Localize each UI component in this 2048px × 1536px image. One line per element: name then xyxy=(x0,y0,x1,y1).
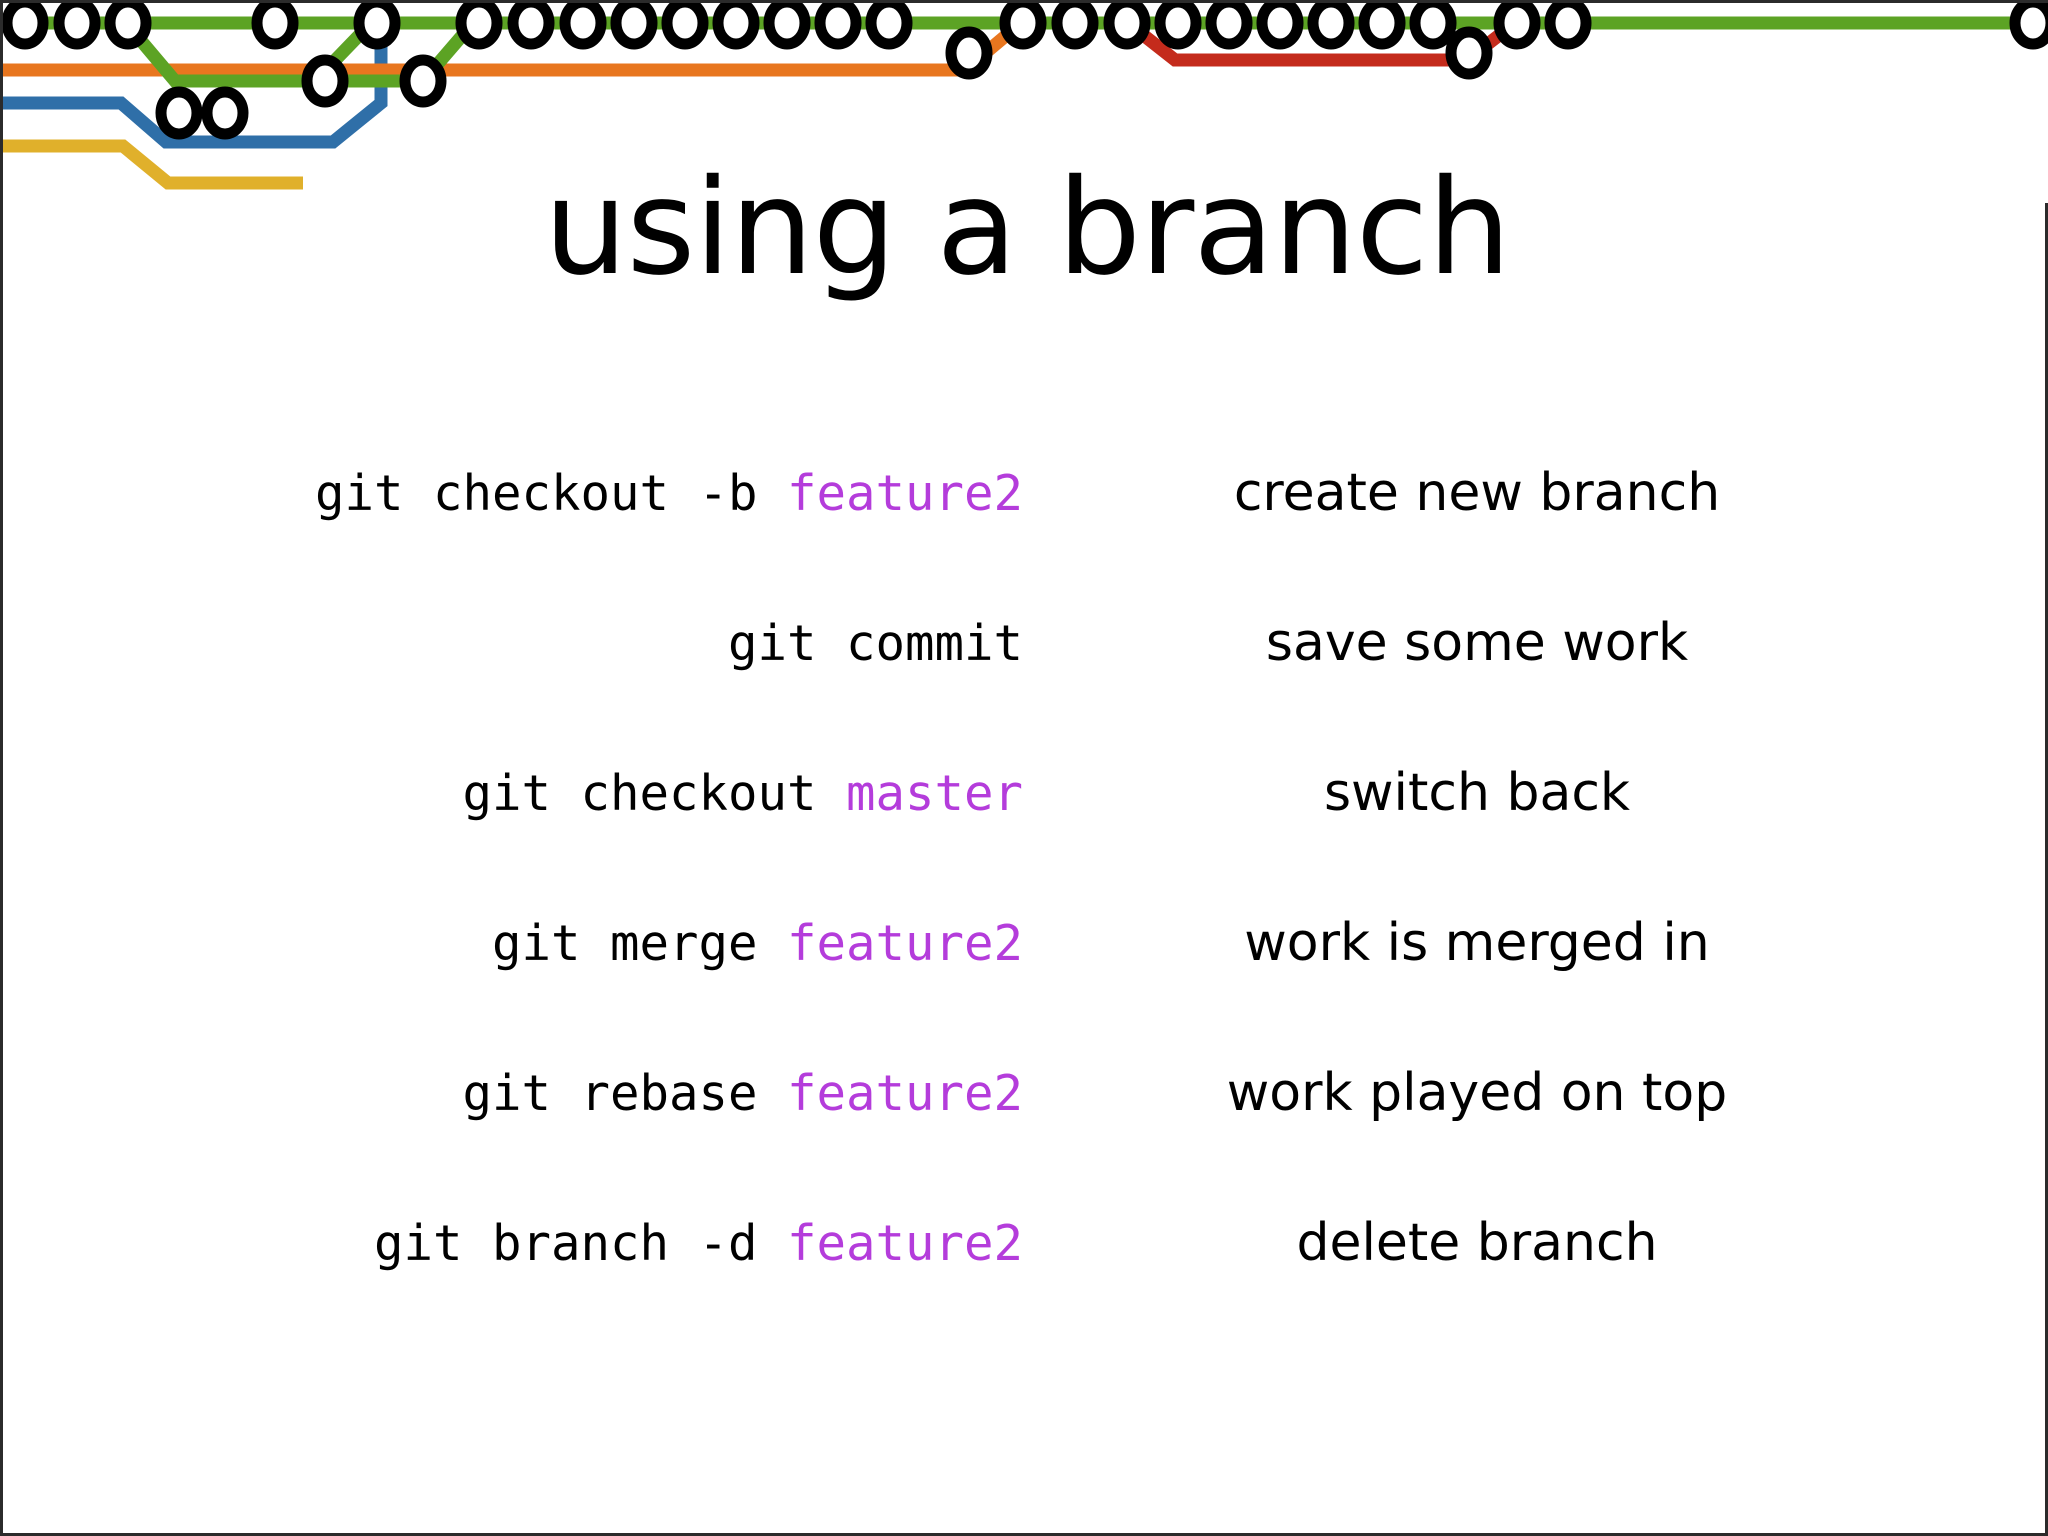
commit-graph xyxy=(3,3,2048,203)
table-row: git rebase feature2 work played on top xyxy=(3,1018,2048,1168)
command-text: git checkout xyxy=(462,764,846,822)
graph-line-red xyxy=(1123,17,1519,67)
description-cell: switch back xyxy=(1323,763,1631,823)
branch-name: master xyxy=(845,764,1023,822)
description-cell: save some work xyxy=(1265,613,1689,673)
command-cell: git checkout -b feature2 xyxy=(3,469,1093,518)
command-cell: git rebase feature2 xyxy=(3,1069,1093,1118)
command-text: git commit xyxy=(727,614,1023,672)
description-cell: work played on top xyxy=(1226,1063,1728,1123)
command-text: git branch -d xyxy=(373,1214,787,1272)
branch-name: feature2 xyxy=(786,464,1023,522)
description-cell: delete branch xyxy=(1296,1213,1658,1273)
command-cell: git commit xyxy=(3,619,1093,668)
description-cell: work is merged in xyxy=(1244,913,1710,973)
commit-node-group-master xyxy=(3,3,2048,50)
command-cell: git merge feature2 xyxy=(3,919,1093,968)
command-text: git merge xyxy=(491,914,787,972)
branch-name: feature2 xyxy=(786,914,1023,972)
commit-node-group-branches xyxy=(155,26,1493,140)
command-cell: git checkout master xyxy=(3,769,1093,818)
command-table: git checkout -b feature2 create new bran… xyxy=(3,418,2048,1318)
command-text: git rebase xyxy=(462,1064,787,1122)
page-title: using a branch xyxy=(543,151,1511,305)
table-row: git commit save some work xyxy=(3,568,2048,718)
table-row: git branch -d feature2 delete branch xyxy=(3,1168,2048,1318)
command-cell: git branch -d feature2 xyxy=(3,1219,1093,1268)
branch-name: feature2 xyxy=(786,1214,1023,1272)
table-row: git merge feature2 work is merged in xyxy=(3,868,2048,1018)
graph-line-blue xyxy=(3,23,388,149)
table-row: git checkout master switch back xyxy=(3,718,2048,868)
graph-line-yellow xyxy=(3,139,303,190)
table-row: git checkout -b feature2 create new bran… xyxy=(3,418,2048,568)
description-cell: create new branch xyxy=(1233,463,1721,523)
branch-name: feature2 xyxy=(786,1064,1023,1122)
command-text: git checkout -b xyxy=(314,464,787,522)
